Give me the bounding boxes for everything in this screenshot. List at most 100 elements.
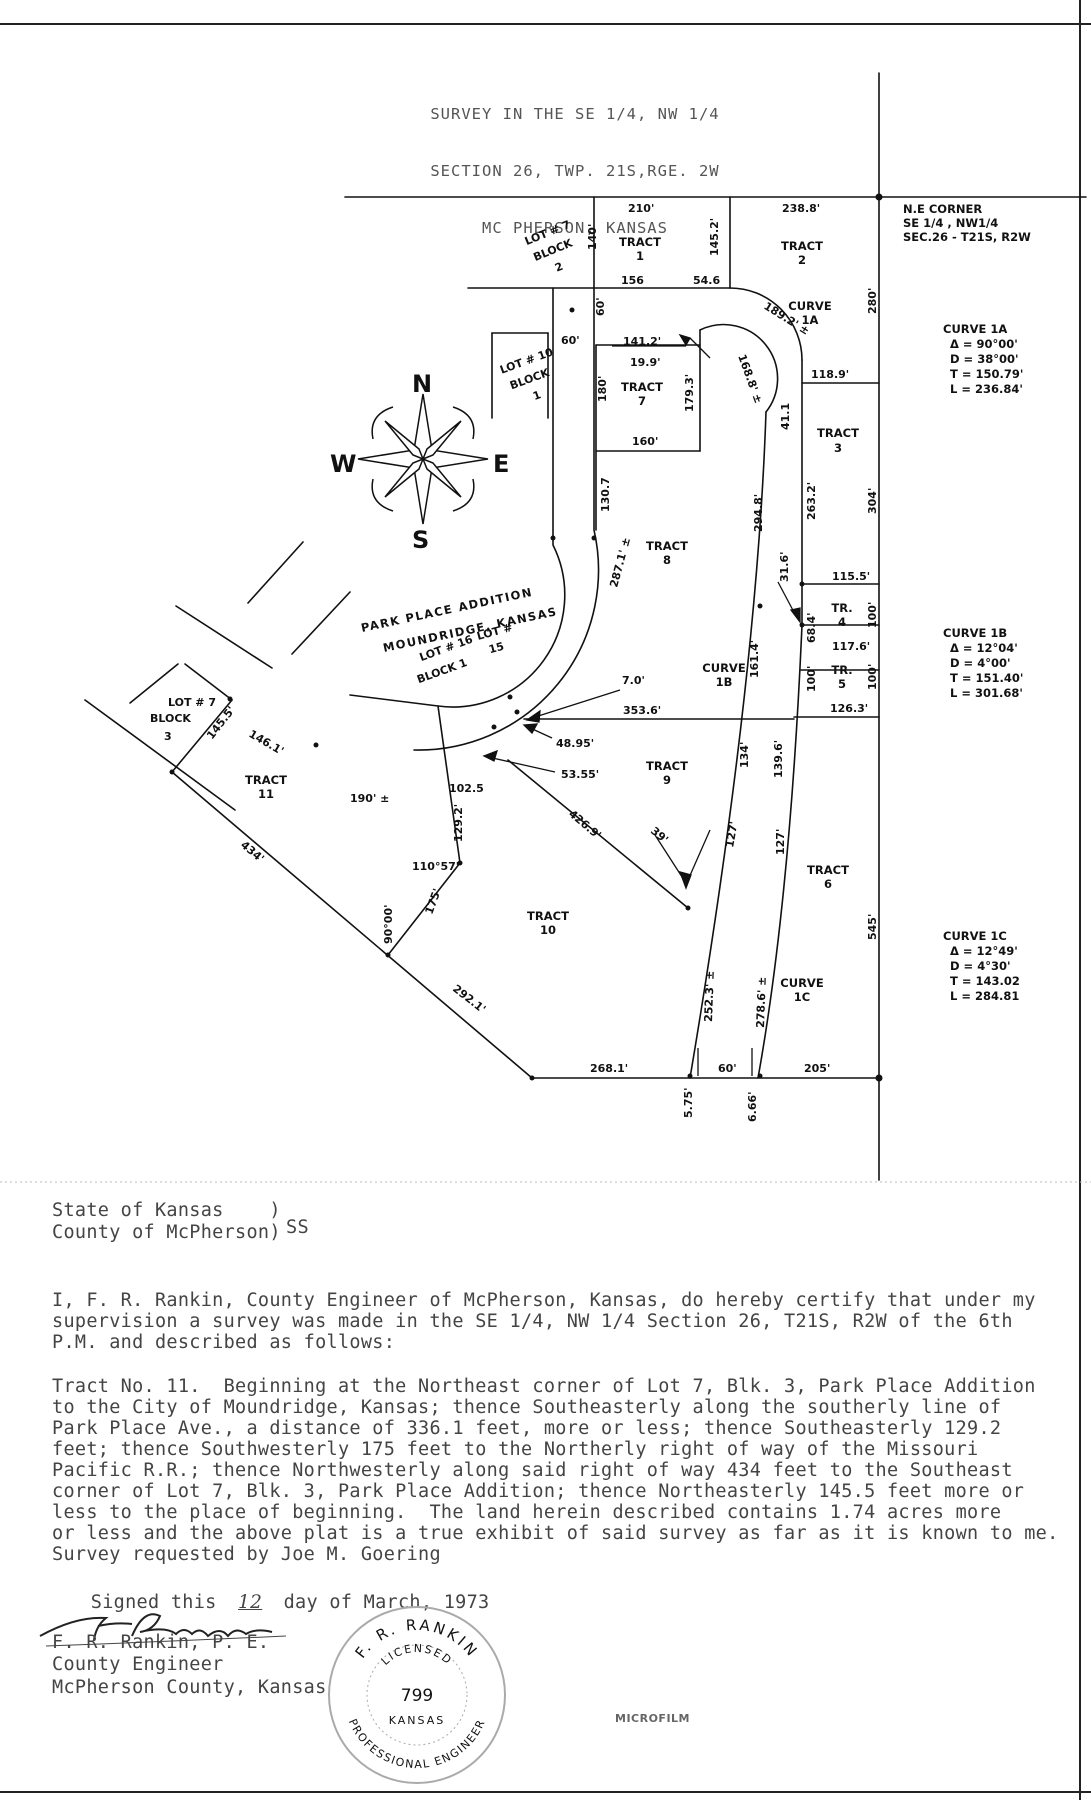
dim-140: 140' <box>586 224 599 250</box>
desc-line-1: Tract No. 11. Beginning at the Northeast… <box>52 1376 1036 1397</box>
venue-county: County of McPherson) <box>52 1222 281 1243</box>
tract-3-number: 3 <box>834 441 842 455</box>
curve-table-1c: CURVE 1C Δ = 12°49' D = 4°30' T = 143.02… <box>943 929 1020 1003</box>
curve-1a-number: 1A <box>802 313 819 327</box>
desc-line-6: corner of Lot 7, Blk. 3, Park Place Addi… <box>52 1481 1025 1502</box>
dim-54-6: 54.6 <box>693 274 720 287</box>
dim-156: 156 <box>621 274 644 287</box>
tract-8-label: TRACT <box>646 539 688 553</box>
dim-278-6: 278.6' ± <box>754 976 769 1028</box>
dim-168-8: 168.8' ± <box>735 353 765 406</box>
seal-number: 799 <box>401 1686 433 1706</box>
header-line-1: SURVEY IN THE SE 1/4, NW 1/4 <box>430 105 720 123</box>
tract-1-label: TRACT <box>619 235 661 249</box>
north-arrow <box>357 393 489 525</box>
curve-table-1b: CURVE 1B Δ = 12°04' D = 4°00' T = 151.40… <box>943 626 1023 700</box>
seal-state: KANSAS <box>389 1714 445 1727</box>
desc-line-8: or less and the above plat is a true exh… <box>52 1523 1059 1544</box>
tract-10-number: 10 <box>540 923 556 937</box>
signed-day: 12 <box>238 1592 263 1613</box>
dim-134: 134' <box>738 742 751 768</box>
curve-1b-d: D = 4°00' <box>950 656 1010 670</box>
dim-126-3: 126.3' <box>830 702 868 715</box>
curve-1c-label: CURVE <box>780 976 824 990</box>
svg-text:LICENSED: LICENSED <box>379 1642 456 1668</box>
curve-1c-l: L = 284.81 <box>950 989 1019 1003</box>
survey-header: SURVEY IN THE SE 1/4, NW 1/4 SECTION 26,… <box>395 68 755 275</box>
dim-180: 180' <box>596 376 609 402</box>
curve-1c-delta: Δ = 12°49' <box>950 944 1018 958</box>
ne-corner-line-1: N.E CORNER <box>903 202 982 216</box>
dim-238-8: 238.8' <box>782 202 820 215</box>
tract-1-number: 1 <box>636 249 644 263</box>
survey-markers <box>169 193 883 1082</box>
dim-90: 90°00' <box>382 905 395 944</box>
dim-146-1: 146.1' <box>247 727 287 757</box>
intro-line-1: I, F. R. Rankin, County Engineer of McPh… <box>52 1290 1036 1311</box>
tract-11-label: TRACT <box>245 773 287 787</box>
curve-1a-l: L = 236.84' <box>950 382 1023 396</box>
leader-arrows <box>482 333 801 1076</box>
dim-130-7: 130.7 <box>599 477 612 512</box>
tract-2-number: 2 <box>798 253 806 267</box>
intro-line-2: supervision a survey was made in the SE … <box>52 1311 1013 1332</box>
signed-date-line: Signed this 12 day of March, 1973 <box>45 1571 490 1634</box>
header-line-2: SECTION 26, TWP. 21S,RGE. 2W <box>430 162 720 180</box>
dim-110-57: 110°57' <box>412 860 459 873</box>
tract-7-label: TRACT <box>621 380 663 394</box>
dim-60-b: 60' <box>561 334 580 347</box>
tract-6-label: TRACT <box>807 863 849 877</box>
desc-line-5: Pacific R.R.; thence Northwesterly along… <box>52 1460 1013 1481</box>
compass-s: S <box>412 526 429 554</box>
ne-corner-line-3: SEC.26 - T21S, R2W <box>903 230 1031 244</box>
dim-7-0: 7.0' <box>622 674 645 687</box>
dim-6-66: 6.66' <box>746 1091 759 1122</box>
curve-1b-t: T = 151.40' <box>950 671 1023 685</box>
tract-9-label: TRACT <box>646 759 688 773</box>
tract-2-label: TRACT <box>781 239 823 253</box>
tract-4-number: 4 <box>838 615 846 629</box>
curve-1a-label: CURVE <box>788 299 832 313</box>
desc-line-9: Survey requested by Joe M. Goering <box>52 1544 441 1565</box>
tract-5-label: TR. <box>831 663 852 677</box>
dim-263-2: 263.2' <box>805 482 818 520</box>
lot15-number: 15 <box>487 640 505 657</box>
venue-state: State of Kansas ) <box>52 1200 281 1221</box>
curve-1a-delta: Δ = 90°00' <box>950 337 1018 351</box>
dim-100-b: 100' <box>805 666 818 692</box>
tract-5-number: 5 <box>838 677 846 691</box>
certificate-intro: I, F. R. Rankin, County Engineer of McPh… <box>52 1290 1036 1353</box>
dim-100-a: 100' <box>866 602 879 628</box>
dim-145-2: 145.2' <box>708 218 721 256</box>
tract-7-number: 7 <box>638 394 646 408</box>
intro-line-3: P.M. and described as follows: <box>52 1332 396 1353</box>
compass-n: N <box>412 370 432 398</box>
tract-11-number: 11 <box>258 787 274 801</box>
ne-corner-label: N.E CORNER SE 1/4 , NW1/4 SEC.26 - T21S,… <box>903 202 1031 244</box>
lot7-blk2-number: 2 <box>553 260 565 275</box>
header-line-3: MC PHERSON, KANSAS <box>482 219 668 237</box>
dim-139-6: 139.6' <box>772 740 785 778</box>
tract-6-number: 6 <box>824 877 832 891</box>
desc-line-2: to the City of Moundridge, Kansas; thenc… <box>52 1397 1002 1418</box>
curve-1c-t: T = 143.02 <box>950 974 1020 988</box>
dim-48-95: 48.95' <box>556 737 594 750</box>
dim-304: 304' <box>866 488 879 514</box>
dim-268-1: 268.1' <box>590 1062 628 1075</box>
dim-292-1: 292.1' <box>450 982 488 1016</box>
dim-141-2: 141.2' <box>623 335 661 348</box>
curve-1a-d: D = 38°00' <box>950 352 1018 366</box>
dim-179-3: 179.3' <box>683 374 696 412</box>
compass-e: E <box>493 450 509 478</box>
compass-w: W <box>330 450 356 478</box>
dim-19-9: 19.9' <box>630 356 661 369</box>
dim-190: 190' ± <box>350 792 389 805</box>
dim-145-5: 145.5' <box>204 704 238 742</box>
curve-1b-l: L = 301.68' <box>950 686 1023 700</box>
dim-127-b: 127' <box>774 829 787 855</box>
dim-434: 434' <box>238 838 267 865</box>
signer-title: County Engineer <box>52 1654 224 1675</box>
dim-31-6: 31.6' <box>778 551 791 582</box>
